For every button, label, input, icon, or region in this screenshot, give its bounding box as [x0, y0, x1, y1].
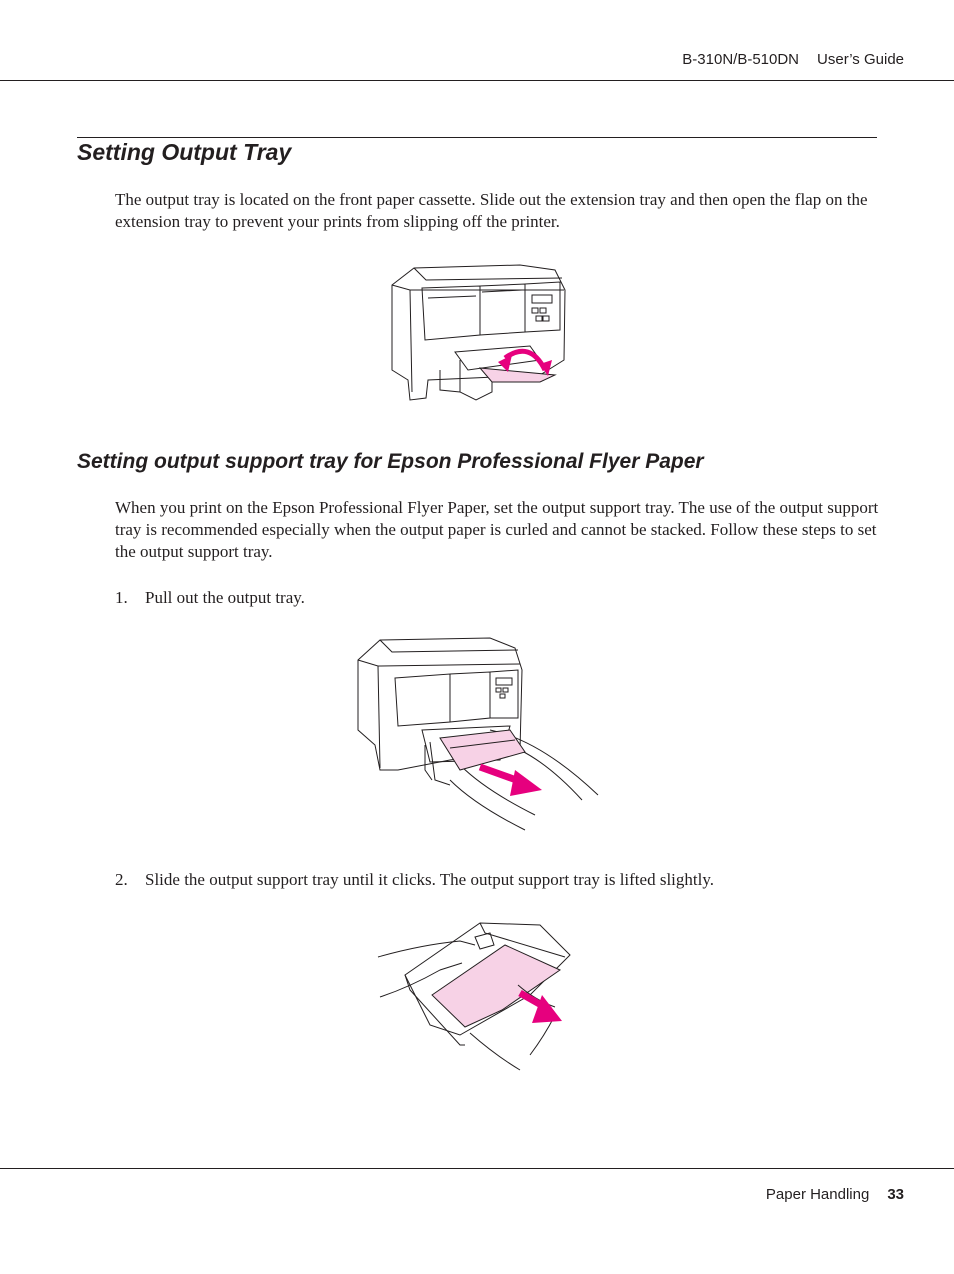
step-item: 2. Slide the output support tray until i… — [115, 869, 883, 891]
header-rule — [0, 80, 954, 81]
running-header: B-310N/B-510DN User’s Guide — [682, 51, 904, 68]
footer-rule — [0, 1168, 954, 1169]
header-guide-title: User’s Guide — [817, 51, 904, 68]
page-number: 33 — [887, 1186, 904, 1203]
section-body-output-tray: The output tray is located on the front … — [115, 190, 868, 231]
header-model: B-310N/B-510DN — [682, 51, 800, 68]
printer-extension-tray-illustration — [391, 264, 566, 401]
support-tray-slide-illustration — [377, 922, 571, 1071]
footer-section: Paper Handling — [765, 1186, 870, 1203]
step-number: 2. — [115, 870, 128, 889]
step-text: Slide the output support tray until it c… — [145, 870, 714, 889]
printer-pull-tray-illustration — [357, 637, 599, 831]
section-title-support-tray: Setting output support tray for Epson Pr… — [77, 450, 704, 473]
section-body-support-tray: When you print on the Epson Professional… — [115, 498, 879, 561]
step-number: 1. — [115, 588, 128, 607]
section-title-output-tray: Setting Output Tray — [77, 139, 292, 165]
step-text: Pull out the output tray. — [145, 588, 305, 607]
step-item: 1. Pull out the output tray. — [115, 587, 883, 609]
section-rule — [77, 137, 877, 138]
running-footer: Paper Handling 33 — [766, 1186, 904, 1203]
